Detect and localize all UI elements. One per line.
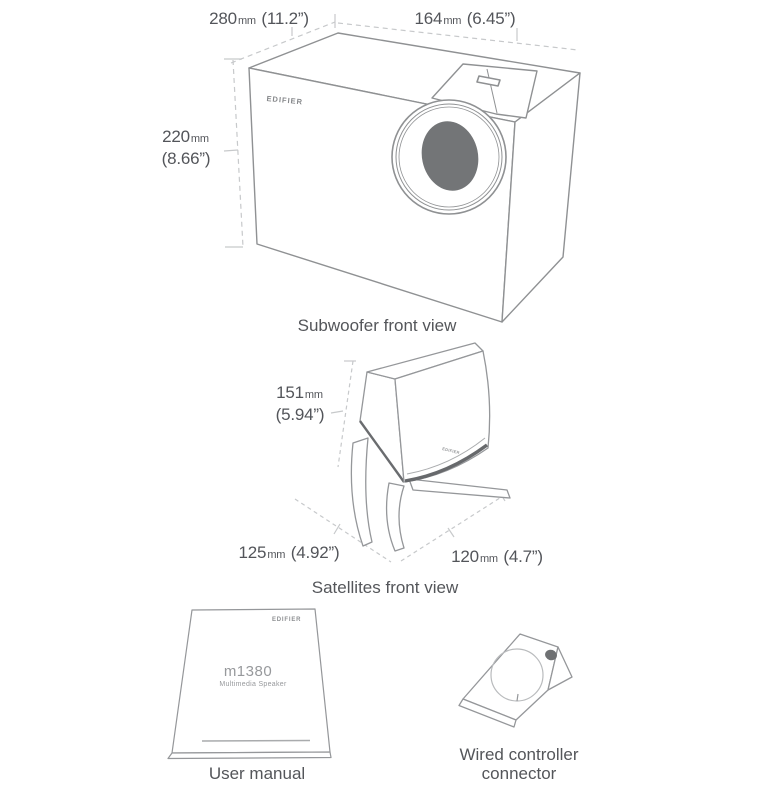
dimension-inches: (5.94”) [275,405,325,424]
satellite-width-dimension: 125mm (4.92”) [226,543,352,563]
dimension-value: 125 [238,543,267,562]
satellites-caption: Satellites front view [311,578,459,597]
subwoofer-dimension-lines [223,14,579,248]
satellite-stand-right-blade [408,478,511,499]
controller-caption-line1: Wired controller [459,745,579,764]
satellite-bottom-trim-line [406,437,486,475]
dimension-unit: mm [479,553,498,565]
subwoofer-driver-ring [395,103,503,211]
dimension-inches: (4.7”) [503,547,543,566]
satellite-stand-center-leg [385,482,405,552]
dim-line-depth [400,495,504,562]
subwoofer-driver-ring [398,106,500,208]
dimension-unit: mm [443,15,462,27]
dim-line-width [230,21,336,64]
controller-caption: Wired controller connector [444,745,594,783]
manual-page-edge [167,751,332,760]
dim-line-height [232,59,244,248]
manual-model-text: m1380 [223,663,273,680]
dimension-inches: (8.66”) [161,149,211,168]
subwoofer-caption: Subwoofer front view [297,316,457,335]
subwoofer-width-dimension: 280mm (11.2”) [196,9,322,29]
satellite-height-dimension: 151mm (5.94”) [267,383,333,424]
dimension-value: 164 [414,9,443,28]
manual-caption: User manual [208,764,306,783]
subwoofer-drawing [223,14,581,323]
subwoofer-driver-cone [421,121,479,191]
controller-knob-notch [516,693,519,702]
dim-tick [330,410,344,414]
dimension-value: 220 [162,127,190,146]
dimension-unit: mm [304,389,323,401]
subwoofer-band-crease [486,68,498,114]
manual-subtitle-text: Multimedia Speaker [219,681,287,688]
dimension-inches: (11.2”) [261,9,309,28]
dimension-value: 120 [451,547,479,566]
dimension-unit: mm [190,133,209,145]
dimension-unit: mm [267,549,286,561]
wired-controller-drawing [458,633,573,728]
dimension-unit: mm [237,15,256,27]
satellite-depth-dimension: 120mm (4.7”) [434,547,560,567]
satellite-panel-crease [359,420,405,483]
dim-tick [333,523,341,535]
dim-line-height [337,360,354,468]
dim-tick [447,527,455,538]
dimension-value: 151 [276,383,304,402]
subwoofer-depth-dimension: 164mm (6.45”) [402,9,528,29]
controller-button-dot [545,649,557,661]
controller-base-edge [458,698,517,728]
controller-side-face [547,646,573,691]
dimension-inches: (6.45”) [466,9,516,28]
subwoofer-right-face [501,72,581,323]
subwoofer-port-slot [476,75,501,87]
dimension-inches: (4.92”) [290,543,340,562]
satellite-bottom-band [404,443,489,483]
satellite-drawing [294,342,511,563]
satellite-stand-left-leg [350,437,373,547]
dim-tick [223,149,239,152]
dimension-value: 280 [209,9,237,28]
controller-caption-line2: connector [481,764,557,783]
user-manual-drawing [167,608,332,760]
manual-brand-logo: EDIFIER [272,617,302,623]
dim-line-depth [337,22,579,51]
manual-fineprint-line [201,739,311,742]
subwoofer-height-dimension: 220mm (8.66”) [150,127,222,168]
